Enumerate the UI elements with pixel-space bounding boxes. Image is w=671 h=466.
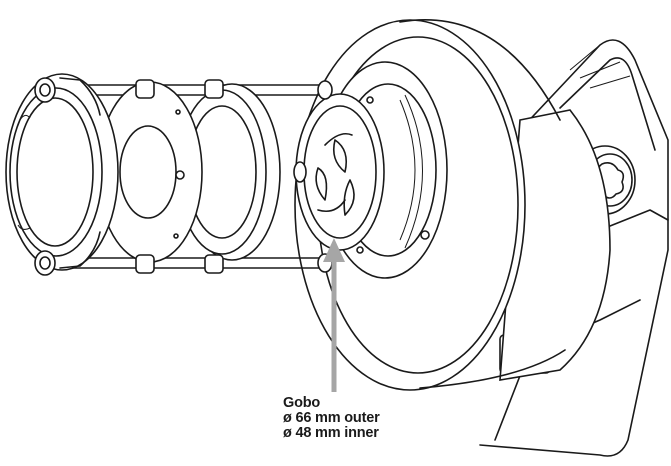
lens-holder-1	[97, 79, 203, 274]
gobo-disc	[295, 93, 385, 251]
lens-holder-2	[177, 79, 281, 274]
callout-outer-diameter: ø 66 mm outer	[283, 410, 380, 426]
front-lens	[5, 73, 119, 276]
callout-title: Gobo	[283, 395, 321, 411]
callout-arrow	[323, 238, 345, 392]
callout-inner-diameter: ø 48 mm inner	[283, 425, 379, 441]
gobo-callout: Gobo ø 66 mm outer ø 48 mm inner	[283, 396, 380, 441]
mounting-bracket	[479, 39, 669, 457]
